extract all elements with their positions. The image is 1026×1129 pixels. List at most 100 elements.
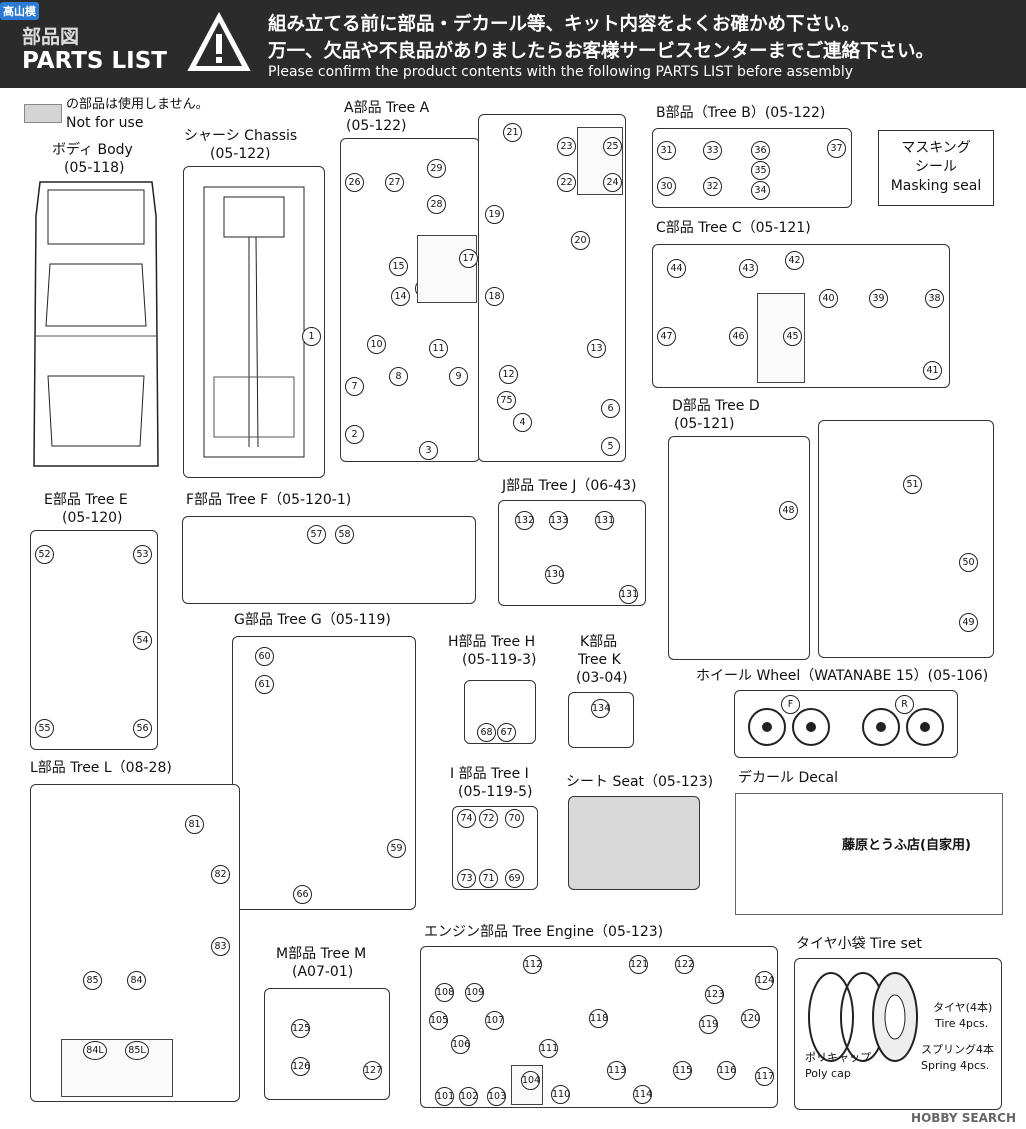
part-number: 33	[703, 141, 722, 160]
body-label: ボディ Body	[52, 142, 133, 158]
part-number: 2	[345, 425, 364, 444]
tree-f-label: F部品 Tree F（05-120-1)	[186, 492, 352, 508]
part-number: 39	[869, 289, 888, 308]
part-number: 106	[451, 1035, 470, 1054]
part-number: 17	[459, 249, 478, 268]
part-number: 28	[427, 195, 446, 214]
tree-h-label: H部品 Tree H	[448, 634, 536, 650]
tree-k-l2: Tree K	[578, 652, 621, 668]
chassis-sprue: 1	[183, 166, 325, 478]
part-number: 34	[751, 181, 770, 200]
tire-en: Tire 4pcs.	[935, 1017, 989, 1030]
part-number: 15	[389, 257, 408, 276]
part-number: 27	[385, 173, 404, 192]
tree-a-right-frame: 21 23 22 25 24 19 20 18 13 12 75 4 6 5	[478, 114, 626, 462]
part-number: 114	[633, 1085, 652, 1104]
part-number: 19	[485, 205, 504, 224]
tree-c-frame: 44 43 42 40 39 38 47 46 45 41	[652, 244, 950, 388]
part-number: 108	[435, 983, 454, 1002]
part-number: 112	[523, 955, 542, 974]
tree-i-code: (05-119-5)	[458, 784, 533, 800]
part-number: 6	[601, 399, 620, 418]
chassis-drawing	[203, 186, 305, 458]
tree-d-code: (05-121)	[674, 416, 735, 432]
part-number: 101	[435, 1087, 454, 1106]
tree-j-label: J部品 Tree J（06-43)	[502, 478, 637, 494]
part-number: 127	[363, 1061, 382, 1080]
seat-label: シート Seat（05-123)	[566, 774, 714, 790]
masking-l1: マスキング	[901, 140, 971, 156]
part-number: 22	[557, 173, 576, 192]
part-number: 45	[783, 327, 802, 346]
engine-label: エンジン部品 Tree Engine（05-123)	[424, 924, 664, 940]
part-number: 12	[499, 365, 518, 384]
part-number: 48	[779, 501, 798, 520]
part-number: 18	[485, 287, 504, 306]
part-number: 126	[291, 1057, 310, 1076]
part-number: 51	[903, 475, 922, 494]
warning-icon	[187, 11, 251, 71]
part-number: 11	[429, 339, 448, 358]
part-number: 85	[83, 971, 102, 990]
part-number: 3	[419, 441, 438, 460]
tree-g-frame: 60 61 59 66	[232, 636, 416, 910]
part-number: 119	[699, 1015, 718, 1034]
tree-d-label: D部品 Tree D	[672, 398, 760, 414]
masking-seal-box: マスキング シール Masking seal	[878, 130, 994, 206]
tree-a-left-frame: 26 27 29 28 15 14 16 17 10 11 7 8 9 2 3	[340, 138, 480, 462]
front-marker: F	[781, 695, 800, 714]
part-number: 25	[603, 137, 622, 156]
part-number: 115	[673, 1061, 692, 1080]
tree-j-frame: 132 133 131 130 131	[498, 500, 646, 606]
wheel-drawing	[748, 708, 944, 746]
decal-label: デカール Decal	[738, 770, 839, 786]
part-number: 131	[595, 511, 614, 530]
part-number: 37	[827, 139, 846, 158]
polycap-en: Poly cap	[805, 1067, 851, 1080]
part-number: 134	[591, 699, 610, 718]
part-number: 113	[607, 1061, 626, 1080]
part-number: 67	[497, 723, 516, 742]
part-number: 24	[603, 173, 622, 192]
part-number: 70	[505, 809, 524, 828]
part-number: 130	[545, 565, 564, 584]
part-number: 132	[515, 511, 534, 530]
legend-ja: の部品は使用しません。	[66, 97, 209, 112]
part-number: 118	[589, 1009, 608, 1028]
part-number: 125	[291, 1019, 310, 1038]
wheel-frame: F R	[734, 690, 958, 758]
part-number: 82	[211, 865, 230, 884]
tree-l-label: L部品 Tree L（08-28)	[30, 760, 172, 776]
tree-h-frame: 68 67	[464, 680, 536, 744]
part-number: 121	[629, 955, 648, 974]
part-number: 54	[133, 631, 152, 650]
part-number: 40	[819, 289, 838, 308]
part-number: 104	[521, 1071, 540, 1090]
part-number: 75	[497, 391, 516, 410]
part-number: 85L	[125, 1041, 149, 1060]
body-code: (05-118)	[64, 160, 125, 176]
part-number: 66	[293, 885, 312, 904]
tree-m-label: M部品 Tree M	[276, 946, 367, 962]
part-number: 30	[657, 177, 676, 196]
part-number: 41	[923, 361, 942, 380]
site-logo: 高山模	[0, 2, 39, 20]
part-number: 71	[479, 869, 498, 888]
tire-set-frame: タイヤ(4本) Tire 4pcs. ポリキャップ Poly cap スプリング…	[794, 958, 1002, 1110]
part-number: 81	[185, 815, 204, 834]
part-number: 36	[751, 141, 770, 160]
part-number: 21	[503, 123, 522, 142]
part-number: 83	[211, 937, 230, 956]
part-number: 124	[755, 971, 774, 990]
watermark: HOBBY SEARCH	[911, 1111, 1016, 1125]
not-for-use-swatch	[24, 104, 62, 123]
part-number: 72	[479, 809, 498, 828]
wheel-label: ホイール Wheel（WATANABE 15）(05-106)	[696, 668, 989, 684]
spring-ja: スプリング4本	[921, 1043, 994, 1056]
part-number: 53	[133, 545, 152, 564]
part-number: 69	[505, 869, 524, 888]
tree-a-code: (05-122)	[346, 118, 407, 134]
tree-e-code: (05-120)	[62, 510, 123, 526]
tree-a-label: A部品 Tree A	[344, 100, 430, 116]
chassis-code: (05-122)	[210, 146, 271, 162]
